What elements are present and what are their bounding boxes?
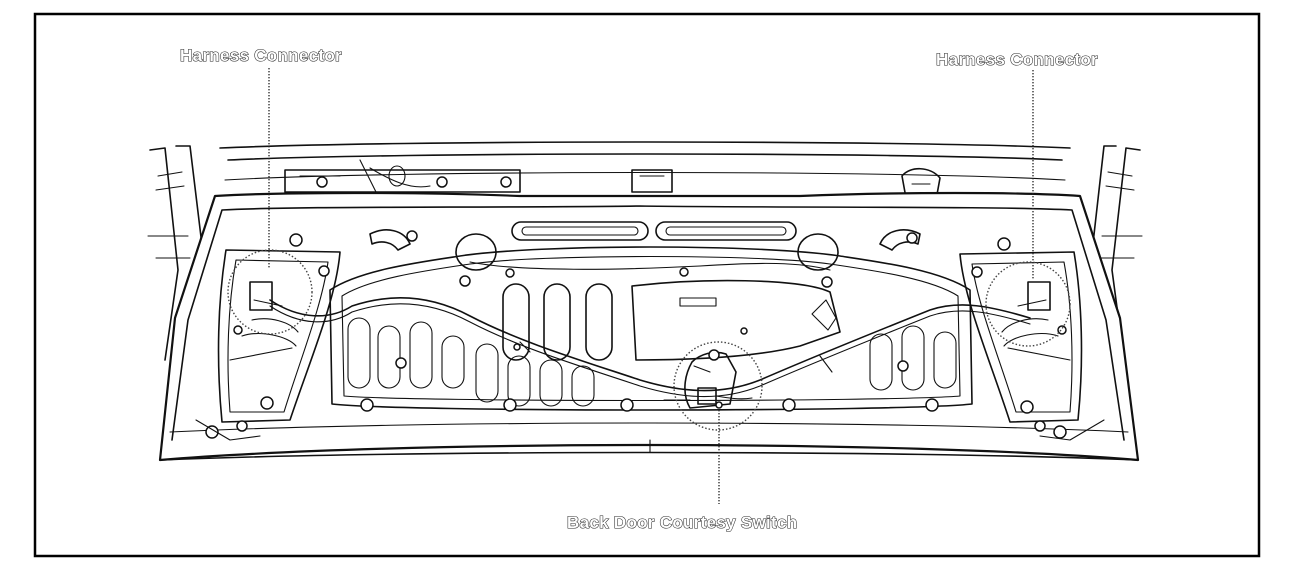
back-door-courtesy-switch-label: Back Door Courtesy Switch	[567, 513, 797, 532]
back-door-panel	[158, 191, 1140, 462]
right-connector-highlight	[985, 261, 1071, 347]
switch-highlight	[673, 341, 763, 431]
panel-ribs	[347, 283, 957, 407]
left-connector-highlight	[227, 249, 313, 335]
left-cavity	[195, 249, 341, 441]
harness-connector-right-label: Harness Connector	[936, 50, 1098, 69]
inner-trim-panel	[289, 221, 1011, 412]
courtesy-switch-area	[663, 341, 763, 431]
right-cavity	[959, 251, 1105, 441]
wire-harness	[269, 261, 1031, 398]
harness-connector-left-label: Harness Connector	[180, 46, 342, 65]
